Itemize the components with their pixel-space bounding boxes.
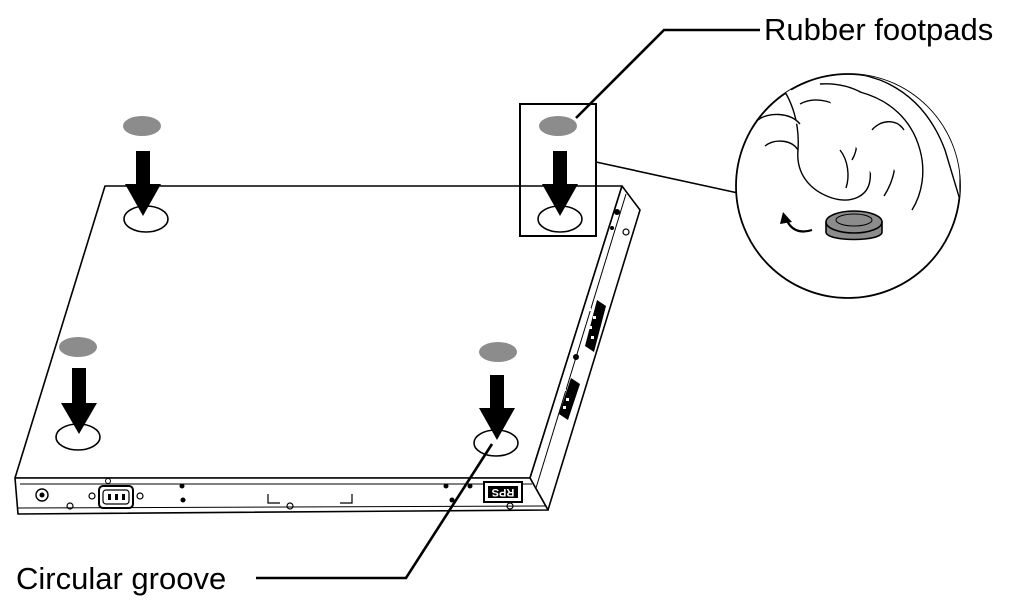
groove-leader-line: [256, 443, 494, 580]
device-bottom-face: [14, 185, 623, 479]
footpad-bottom-left: [59, 337, 97, 357]
footpad-top-left: [123, 116, 161, 136]
zoom-detail: [735, 73, 961, 299]
power-socket: [88, 478, 144, 509]
arrow-bottom-right: [479, 375, 515, 440]
footpads-leader-line: [575, 28, 760, 119]
highlight-box: [519, 103, 597, 237]
device-front-panel: [14, 477, 549, 515]
ground-screw: [35, 488, 49, 502]
rotate-arrow-icon: [780, 212, 813, 233]
footpad-top-right: [539, 116, 577, 136]
device-body: [14, 185, 641, 515]
placement-arrows: [61, 151, 578, 440]
rps-port: RPS: [483, 481, 523, 503]
side-panel-details: [535, 193, 630, 489]
side-vent-lower: [559, 378, 580, 420]
arrow-top-right: [542, 151, 578, 216]
rubber-footpads: [59, 116, 577, 362]
front-panel-details: RPS: [35, 478, 523, 510]
circular-groove-label: Circular groove: [16, 561, 227, 596]
rubber-footpads-label: Rubber footpads: [764, 12, 994, 47]
zoom-leader-line: [595, 161, 739, 194]
side-vent-upper: [585, 300, 606, 352]
rps-port-label: RPS: [492, 486, 515, 498]
arrow-bottom-left: [61, 368, 97, 434]
footpad-bottom-right: [479, 342, 517, 362]
footpad-disc: [825, 210, 883, 241]
arrow-top-left: [125, 151, 161, 216]
hand-icon: [769, 74, 960, 201]
